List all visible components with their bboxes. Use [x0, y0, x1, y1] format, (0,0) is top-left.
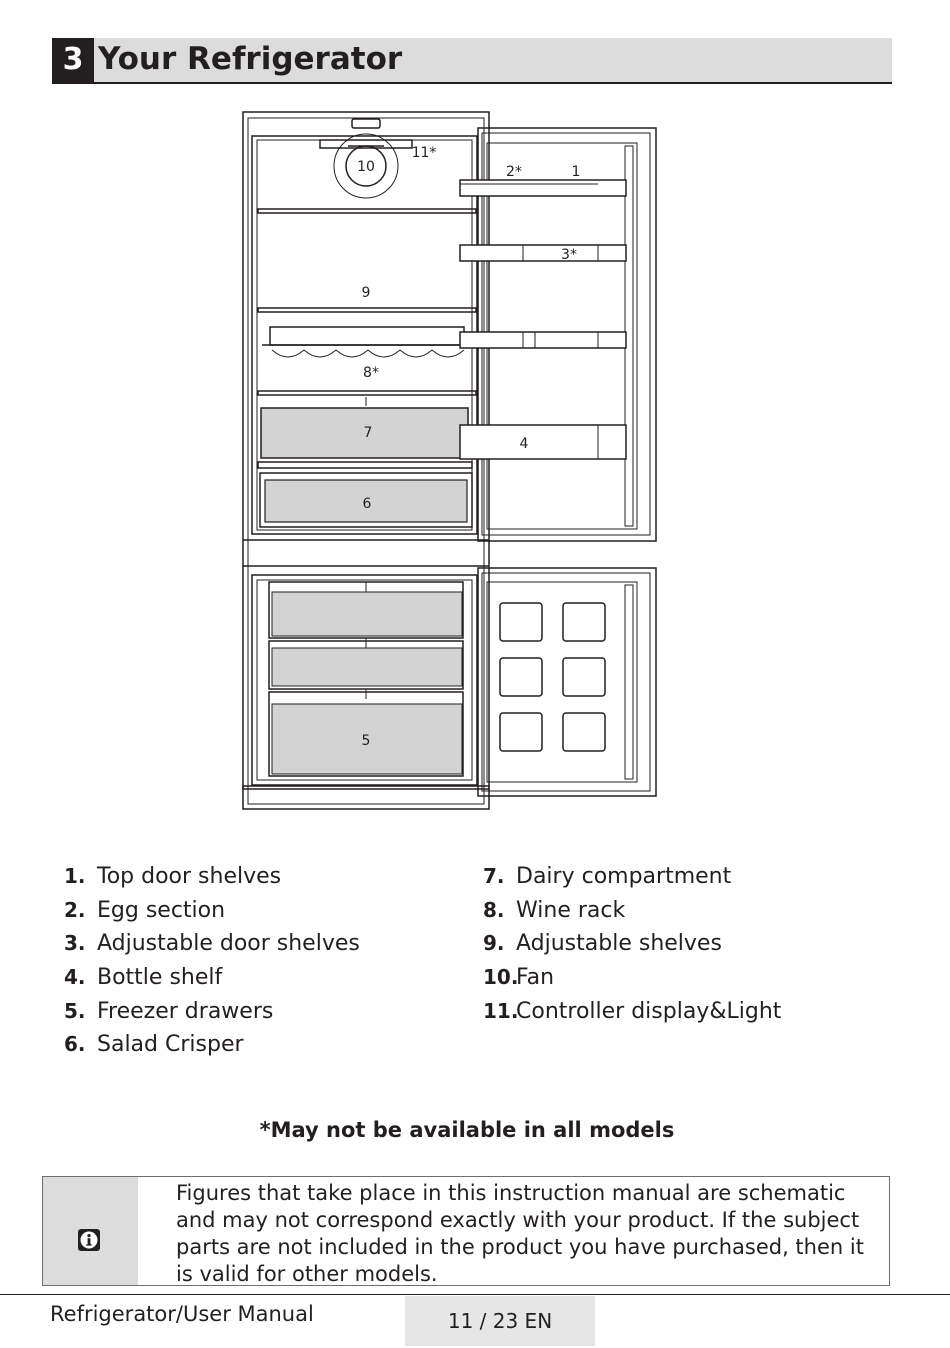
label-10: 10	[357, 159, 375, 175]
legend-item: 9.Adjustable shelves	[483, 931, 722, 957]
legend-item: 6.Salad Crisper	[64, 1032, 244, 1058]
label-1: 1	[572, 164, 581, 180]
legend-item: 4.Bottle shelf	[64, 965, 223, 991]
label-9: 9	[362, 285, 371, 301]
info-icon	[78, 1229, 100, 1251]
label-3: 3*	[561, 247, 577, 263]
legend-item: 11.Controller display&Light	[483, 998, 782, 1024]
legend-right: 7.Dairy compartment 8.Wine rack 9.Adjust…	[483, 860, 781, 1028]
legend-item: 10.Fan	[483, 965, 555, 991]
section-number: 3	[52, 38, 94, 82]
refrigerator-diagram: 1 2* 3* 4 5 6 7 8* 9 10 11*	[242, 111, 657, 810]
label-8: 8*	[363, 365, 379, 381]
label-11: 11*	[412, 145, 437, 161]
fridge-liner	[251, 135, 478, 535]
freezer-drawer-1	[271, 591, 463, 637]
legend-item: 2.Egg section	[64, 897, 226, 923]
shelf-upper	[257, 208, 477, 214]
door-shelf-adjustable-1	[459, 244, 627, 262]
legend-item: 3.Adjustable door shelves	[64, 931, 360, 957]
legend-left: 1.Top door shelves 2.Egg section 3.Adjus…	[64, 860, 360, 1062]
wine-rack	[269, 326, 465, 346]
cabinet-outline	[242, 111, 490, 810]
availability-note: *May not be available in all models	[259, 1118, 675, 1142]
info-box-side	[43, 1177, 138, 1285]
fan-outer	[333, 133, 399, 199]
label-6: 6	[363, 496, 372, 512]
label-4: 4	[520, 436, 529, 452]
legend-item: 1.Top door shelves	[64, 864, 282, 889]
shelf-middle	[257, 307, 477, 313]
legend-item: 7.Dairy compartment	[483, 864, 732, 889]
info-box: Figures that take place in this instruct…	[42, 1176, 890, 1286]
legend-item: 5.Freezer drawers	[64, 998, 274, 1024]
ice-tray-grid	[499, 602, 606, 752]
page-number: 11 / 23 EN	[405, 1296, 595, 1346]
bottle-shelf	[459, 424, 627, 460]
freezer-liner	[251, 574, 478, 786]
shelf-lower	[257, 390, 477, 396]
info-text: Figures that take place in this instruct…	[176, 1181, 864, 1286]
freezer-drawer-3	[271, 703, 463, 775]
label-2: 2*	[506, 164, 522, 180]
section-title: Your Refrigerator	[98, 41, 403, 77]
fan-inner	[345, 145, 387, 187]
door-shelf-adjustable-2	[459, 331, 627, 349]
footer-manual-title: Refrigerator/User Manual	[50, 1302, 314, 1326]
door-shelf-top	[459, 179, 627, 197]
dairy-compartment	[260, 407, 469, 459]
freezer-door	[477, 567, 657, 797]
label-7: 7	[364, 425, 373, 441]
label-5: 5	[362, 733, 371, 749]
section-header: 3 Your Refrigerator	[52, 38, 892, 84]
footer-divider	[0, 1294, 950, 1295]
legend-item: 8.Wine rack	[483, 897, 626, 923]
freezer-drawer-2	[271, 647, 463, 687]
salad-crisper	[264, 479, 468, 523]
